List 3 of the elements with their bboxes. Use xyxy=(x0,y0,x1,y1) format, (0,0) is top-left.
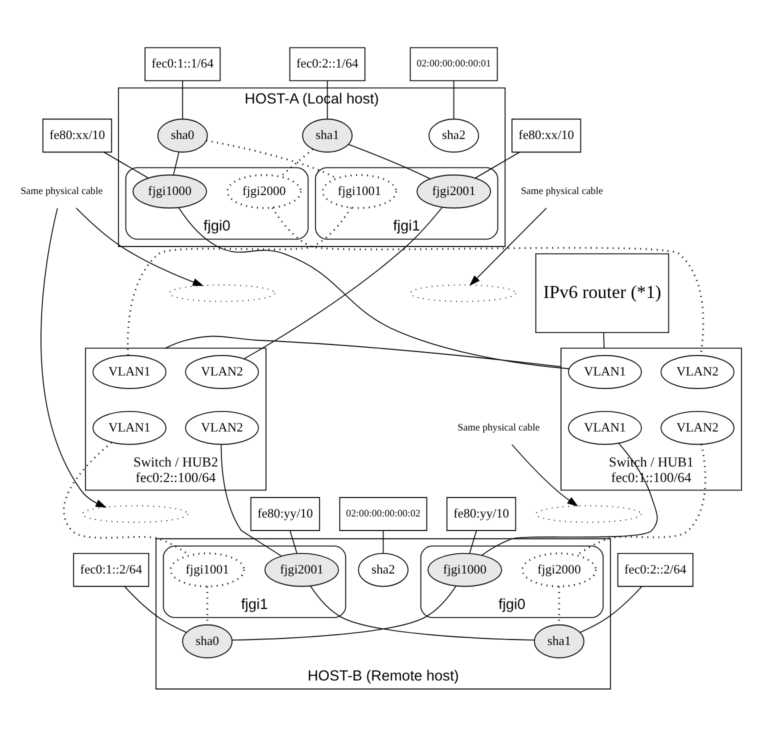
node-text: Same physical cable xyxy=(458,422,540,433)
node-text: Same physical cable xyxy=(520,186,603,197)
node-text: Same physical cable xyxy=(20,186,103,197)
